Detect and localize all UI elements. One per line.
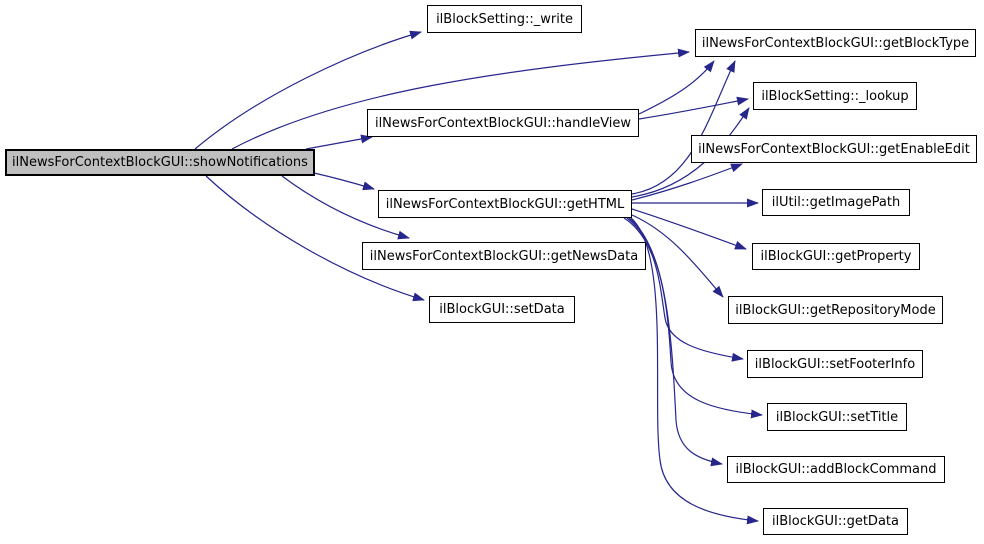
edge-getHTML-getData (630, 217, 759, 525)
node-getNewsData[interactable]: ilNewsForContextBlockGUI::getNewsData (362, 242, 646, 270)
node-getEnableEdit[interactable]: ilNewsForContextBlockGUI::getEnableEdit (691, 135, 977, 163)
edge-getHTML-setFooterInfo (623, 217, 744, 362)
edge-getHTML-addBlockCommand (628, 217, 723, 467)
node-getImagePath[interactable]: ilUtil::getImagePath (762, 189, 910, 216)
node-getRepositoryMode[interactable]: ilBlockGUI::getRepositoryMode (728, 296, 943, 324)
node-getBlockType[interactable]: ilNewsForContextBlockGUI::getBlockType (695, 29, 976, 57)
edge-showNotifications-write (194, 30, 422, 150)
node-setData[interactable]: ilBlockGUI::setData (429, 296, 575, 323)
edge-handleView-getBlockType (638, 60, 715, 115)
edge-getHTML-getRepositoryMode (631, 214, 724, 298)
node-getProperty[interactable]: ilBlockGUI::getProperty (752, 243, 920, 270)
edge-showNotifications-getBlockType (231, 48, 690, 150)
edge-showNotifications-getNewsData (281, 175, 410, 240)
edge-getHTML-getProperty (631, 208, 747, 250)
edge-getHTML-getBlockType (631, 60, 736, 195)
node-write[interactable]: ilBlockSetting::_write (427, 5, 582, 33)
node-getData[interactable]: ilBlockGUI::getData (763, 508, 908, 535)
node-setTitle[interactable]: ilBlockGUI::setTitle (767, 403, 907, 431)
edge-showNotifications-getHTML (313, 172, 375, 191)
edge-handleView-lookup (638, 96, 749, 120)
node-addBlockCommand[interactable]: ilBlockGUI::addBlockCommand (727, 456, 945, 483)
node-lookup[interactable]: ilBlockSetting::_lookup (753, 82, 917, 110)
edge-showNotifications-setData (205, 175, 425, 302)
node-handleView[interactable]: ilNewsForContextBlockGUI::handleView (367, 109, 639, 137)
node-setFooterInfo[interactable]: ilBlockGUI::setFooterInfo (747, 350, 923, 378)
node-getHTML[interactable]: ilNewsForContextBlockGUI::getHTML (378, 190, 632, 218)
edge-getHTML-getEnableEdit (631, 163, 743, 201)
edge-showNotifications-handleView (305, 134, 373, 150)
node-showNotifications: ilNewsForContextBlockGUI::showNotificati… (5, 149, 315, 176)
